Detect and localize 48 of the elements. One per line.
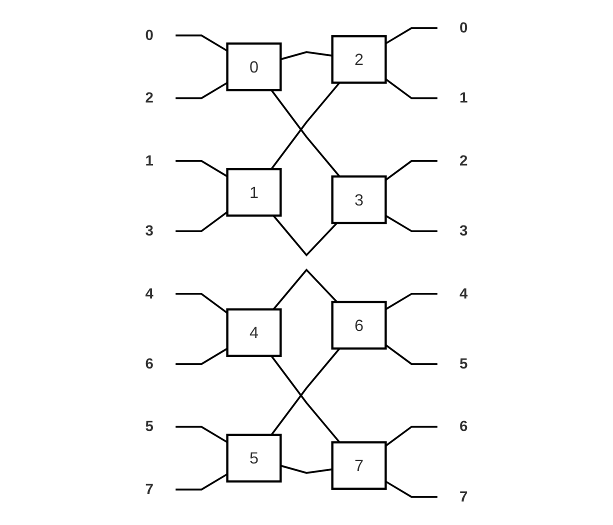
node-text: 6 [460,418,468,435]
node-text: 0 [460,20,468,36]
connector [176,426,228,444]
connector [176,292,228,314]
node-text: 1 [145,152,154,170]
node-text: 3 [460,222,468,240]
node-text: 4 [145,286,154,302]
node-box: 7 [331,441,387,490]
connector [270,355,340,443]
connector [176,34,228,52]
connector [272,268,338,310]
node-box: 3 [331,175,387,224]
node-text: 7 [145,481,154,498]
node-box: 6 [331,300,387,350]
node-text: 6 [145,356,154,372]
connector [385,480,438,498]
connector [272,215,338,256]
connector [270,90,340,178]
node-text: 2 [460,152,468,170]
node-box: 2 [331,35,387,84]
connector [385,78,438,100]
connector [385,426,438,447]
node-box: 0 [226,42,282,92]
connector [176,82,228,100]
connector [385,344,438,365]
node-text: 1 [460,90,468,106]
node-text: 5 [460,356,468,372]
connector [176,473,228,490]
connector [176,160,228,178]
node-box: 5 [226,434,282,483]
connector [280,51,332,60]
node-text: 3 [145,222,154,240]
node-box: 4 [226,308,282,358]
connector [280,464,332,474]
connector [385,214,438,232]
node-box: 1 [226,168,282,217]
node-text: 7 [460,488,468,506]
node-text: 5 [145,418,154,435]
node-text: 4 [460,286,468,302]
connector [270,82,340,170]
node-text: 0 [145,27,154,44]
connector [385,160,438,181]
connector [270,348,340,436]
connector [176,348,228,365]
node-text: 2 [145,90,154,106]
connector [176,211,228,232]
connector [385,292,438,310]
connector [385,27,438,44]
